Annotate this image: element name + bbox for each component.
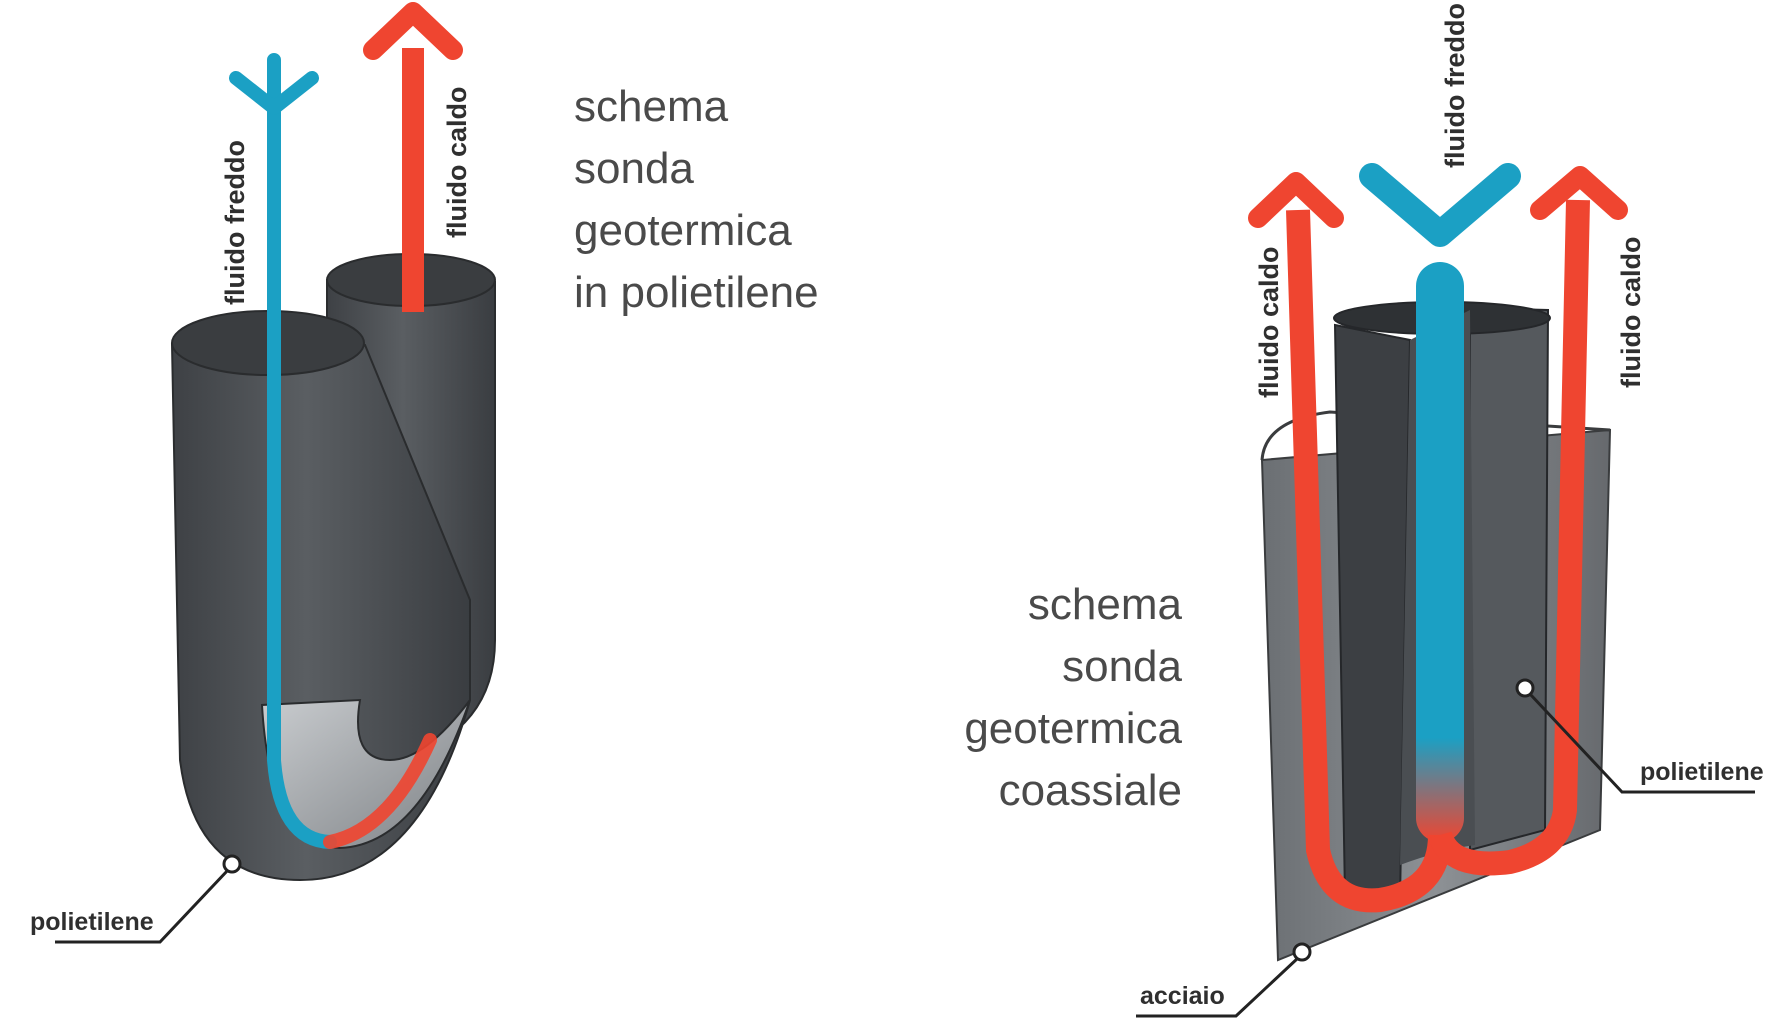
title-line: geotermica xyxy=(964,704,1182,753)
outer-callout-dot xyxy=(1292,942,1312,962)
hot-fluid-label: fluido caldo xyxy=(442,87,472,239)
outer-material-label: acciaio xyxy=(1140,982,1225,1010)
title-line: in polietilene xyxy=(574,268,819,317)
title-line: coassiale xyxy=(998,766,1182,815)
title-line: sonda xyxy=(1062,642,1182,691)
cold-fluid-path xyxy=(267,53,337,849)
u-tube-probe: fluido freddo fluido caldo polietilene xyxy=(30,2,496,944)
title-line: schema xyxy=(574,82,729,131)
cold-fluid-arrow-icon xyxy=(229,71,319,115)
hot-fluid-right-label: fluido caldo xyxy=(1616,237,1646,389)
cold-fluid-column xyxy=(1416,262,1464,842)
inner-material-label: polietilene xyxy=(1640,758,1764,786)
hot-fluid-right-loop xyxy=(1428,199,1590,876)
steel-shell-rim xyxy=(1260,410,1611,461)
hot-fluid-left-label: fluido caldo xyxy=(1254,247,1284,399)
title-line: geotermica xyxy=(574,206,792,255)
polyethylene-inner-tube-right xyxy=(1469,306,1550,852)
cold-fluid-label: fluido freddo xyxy=(220,140,250,305)
hot-fluid-left-arrow-icon xyxy=(1248,172,1344,228)
hot-fluid-arrow-icon xyxy=(363,2,463,60)
cold-fluid-label: fluido freddo xyxy=(1440,3,1470,168)
polyethylene-inner-tube xyxy=(1333,323,1412,902)
callout-dot xyxy=(222,854,242,874)
inner-callout-leader xyxy=(1528,692,1755,794)
inner-callout-dot xyxy=(1515,678,1535,698)
hot-fluid-left-loop xyxy=(1286,209,1452,913)
title-line: schema xyxy=(1027,580,1182,629)
hot-fluid-right-arrow-icon xyxy=(1530,166,1628,220)
polyethylene-pipe-left xyxy=(170,342,471,882)
material-label: polietilene xyxy=(30,908,154,936)
right-diagram-title: schema sonda geotermica coassiale xyxy=(900,574,1182,822)
fluid-transition xyxy=(323,733,437,849)
title-line: sonda xyxy=(574,144,694,193)
left-diagram-title: schema sonda geotermica in polietilene xyxy=(574,76,819,324)
callout-leader xyxy=(55,868,230,944)
cold-fluid-chevron-icon xyxy=(1359,163,1521,247)
coaxial-probe: fluido freddo fluido caldo fluido caldo … xyxy=(1136,3,1764,1018)
outer-callout-leader xyxy=(1136,956,1300,1018)
